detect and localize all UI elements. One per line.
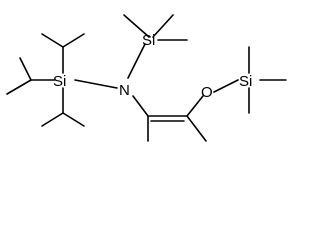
bond-isopropyl-left-methyl-down	[6, 79, 32, 95]
molecule-canvas: Si Si N O Si	[6, 14, 287, 142]
bonds-o-trimethylsilyl	[248, 46, 287, 114]
atom-label-si-top: Si	[142, 32, 155, 49]
bond-isopropyl-top-methyl-right	[62, 33, 85, 48]
molecule-structure: Si Si N O Si	[6, 14, 287, 142]
bond-c-beta-to-o	[186, 95, 204, 117]
atom-label-si-right: Si	[239, 73, 252, 90]
atom-label-nitrogen: N	[119, 82, 130, 99]
bond-si-top-to-n	[127, 43, 146, 79]
bond-n-to-c-alpha	[132, 95, 149, 117]
atom-label-si-left: Si	[53, 73, 66, 90]
bonds-backbone	[132, 79, 239, 142]
bond-si-left-to-n	[74, 79, 118, 89]
bonds-n-trimethylsilyl	[123, 14, 188, 79]
bond-isopropyl-left-methyl-up	[19, 57, 32, 81]
bond-o-to-si-right	[213, 79, 239, 93]
bond-isopropyl-bottom-methyl-right	[62, 112, 85, 127]
bond-si-top-methyl-upper-left	[123, 14, 150, 38]
bond-isopropyl-top-methyl-left	[41, 33, 64, 48]
bond-c-beta-methyl	[186, 115, 207, 142]
bond-si-top-methyl-upper-right	[152, 14, 174, 38]
atom-label-oxygen: O	[201, 84, 213, 101]
bond-isopropyl-bottom-methyl-left	[41, 112, 64, 127]
bonds-triisopropylsilyl	[6, 33, 118, 127]
